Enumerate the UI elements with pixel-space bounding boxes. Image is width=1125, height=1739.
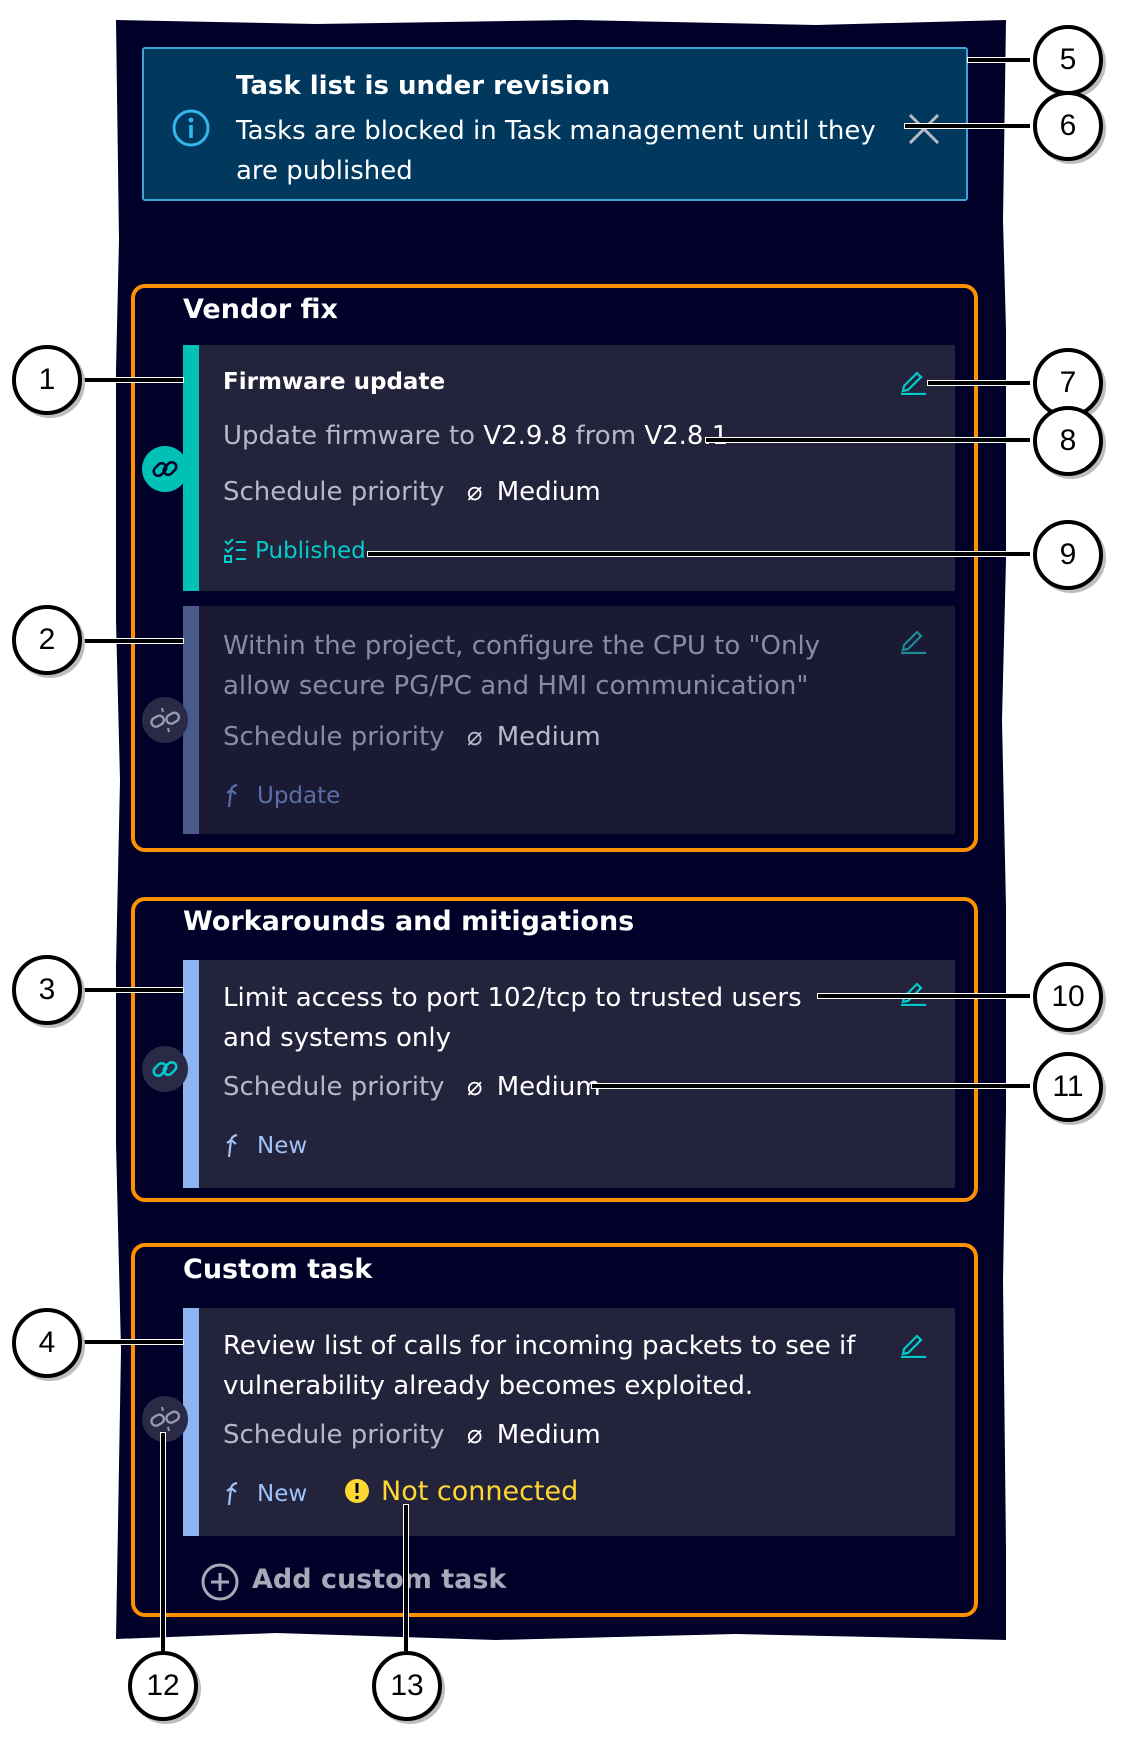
group-custom-task xyxy=(131,1243,978,1617)
leader-9 xyxy=(368,552,1030,556)
schedule-priority: Schedule priority ⌀ Medium xyxy=(223,477,601,507)
edit-icon[interactable] xyxy=(898,365,928,395)
priority-none-icon: ⌀ xyxy=(466,722,483,752)
callout-2: 2 xyxy=(12,605,82,675)
close-icon[interactable] xyxy=(904,109,944,149)
callout-5: 5 xyxy=(1033,25,1103,95)
card-status-bar xyxy=(183,1308,199,1536)
banner-title: Task list is under revision xyxy=(236,71,611,101)
unlink-icon[interactable] xyxy=(142,1396,188,1442)
callout-3: 3 xyxy=(12,955,82,1025)
card-title: Firmware update xyxy=(223,369,446,395)
status-new: New xyxy=(223,1132,307,1159)
priority-none-icon: ⌀ xyxy=(466,1072,483,1102)
schedule-priority: Schedule priority ⌀ Medium xyxy=(223,1420,601,1450)
priority-value: Medium xyxy=(496,1072,601,1102)
card-status-bar xyxy=(183,345,199,591)
callout-4: 4 xyxy=(12,1308,82,1378)
priority-label: Schedule priority xyxy=(223,477,445,507)
leader-3 xyxy=(82,988,183,992)
status-update: Update xyxy=(223,782,340,809)
leader-5 xyxy=(968,58,1030,62)
task-card-limit-access[interactable]: Limit access to port 102/tcp to trusted … xyxy=(183,960,955,1188)
warning-label: Not connected xyxy=(381,1476,579,1507)
schedule-priority: Schedule priority ⌀ Medium xyxy=(223,722,601,752)
leader-1 xyxy=(82,378,183,382)
status-label: Update xyxy=(257,783,341,809)
edit-icon[interactable] xyxy=(898,1328,928,1358)
info-icon xyxy=(172,109,210,147)
leader-10 xyxy=(818,994,1030,998)
desc-mid: from xyxy=(567,421,645,451)
warning-not-connected: Not connected xyxy=(343,1476,578,1507)
status-label: New xyxy=(257,1481,308,1507)
leader-2 xyxy=(82,639,183,643)
status-label: New xyxy=(257,1133,308,1159)
broken-link-icon xyxy=(150,1406,181,1432)
chain-link-icon xyxy=(152,460,178,478)
priority-value: Medium xyxy=(496,722,601,752)
callout-13: 13 xyxy=(372,1651,442,1721)
desc-prefix: Update firmware to xyxy=(223,421,484,451)
card-status-bar xyxy=(183,960,199,1188)
group-title: Workarounds and mitigations xyxy=(183,906,635,937)
broken-link-icon xyxy=(150,707,181,733)
card-description: Limit access to port 102/tcp to trusted … xyxy=(223,983,802,1053)
group-title: Custom task xyxy=(183,1254,373,1285)
arrow-up-icon xyxy=(226,1481,238,1506)
callout-10: 10 xyxy=(1033,962,1103,1032)
leader-12 xyxy=(161,1433,165,1651)
group-title: Vendor fix xyxy=(183,294,338,325)
group-workarounds xyxy=(131,897,978,1202)
priority-label: Schedule priority xyxy=(223,1072,445,1102)
add-custom-task-button[interactable]: Add custom task xyxy=(200,1562,506,1602)
card-description: Review list of calls for incoming packet… xyxy=(223,1331,856,1401)
card-status-bar xyxy=(183,606,199,834)
priority-none-icon: ⌀ xyxy=(466,1420,483,1450)
link-icon[interactable] xyxy=(142,446,188,492)
status-new: New xyxy=(223,1480,307,1507)
schedule-priority: Schedule priority ⌀ Medium xyxy=(223,1072,601,1102)
edit-icon[interactable] xyxy=(898,624,928,654)
task-card-configure-cpu[interactable]: Within the project, configure the CPU to… xyxy=(183,606,955,834)
priority-value: Medium xyxy=(496,1420,601,1450)
priority-value: Medium xyxy=(496,477,601,507)
status-label: Published xyxy=(255,538,366,564)
priority-none-icon: ⌀ xyxy=(466,477,483,507)
arrow-up-icon xyxy=(226,783,238,808)
card-description: Update firmware to V2.9.8 from V2.8.1 xyxy=(223,421,728,451)
callout-12: 12 xyxy=(128,1651,198,1721)
chain-link-icon xyxy=(152,1060,178,1078)
callout-11: 11 xyxy=(1033,1052,1103,1122)
priority-label: Schedule priority xyxy=(223,1420,445,1450)
arrow-up-icon xyxy=(226,1133,238,1158)
warning-icon xyxy=(345,1479,369,1503)
firmware-current-version: V2.8.1 xyxy=(644,421,729,451)
callout-9: 9 xyxy=(1033,520,1103,590)
leader-11 xyxy=(592,1084,1030,1088)
priority-label: Schedule priority xyxy=(223,722,445,752)
leader-8 xyxy=(706,438,1030,442)
leader-6 xyxy=(905,124,1030,128)
callout-6: 6 xyxy=(1033,91,1103,161)
leader-7 xyxy=(928,381,1030,385)
callout-1: 1 xyxy=(12,345,82,415)
add-custom-task-label: Add custom task xyxy=(252,1564,507,1595)
status-published: Published xyxy=(223,537,366,564)
revision-banner: Task list is under revision Tasks are bl… xyxy=(142,47,968,201)
firmware-target-version: V2.9.8 xyxy=(483,421,568,451)
link-icon[interactable] xyxy=(142,1046,188,1092)
edit-icon[interactable] xyxy=(898,976,928,1006)
checklist-icon xyxy=(224,538,246,563)
task-card-review-calls[interactable]: Review list of calls for incoming packet… xyxy=(183,1308,955,1536)
banner-message: Tasks are blocked in Task management unt… xyxy=(236,116,876,186)
group-vendor-fix xyxy=(131,284,978,852)
task-card-firmware-update[interactable]: Firmware update Update firmware to V2.9.… xyxy=(183,345,955,591)
callout-8: 8 xyxy=(1033,406,1103,476)
card-description: Within the project, configure the CPU to… xyxy=(223,631,821,701)
leader-13 xyxy=(404,1505,408,1651)
leader-4 xyxy=(82,1340,183,1344)
plus-circle-icon xyxy=(201,1563,239,1601)
unlink-icon[interactable] xyxy=(142,697,188,743)
